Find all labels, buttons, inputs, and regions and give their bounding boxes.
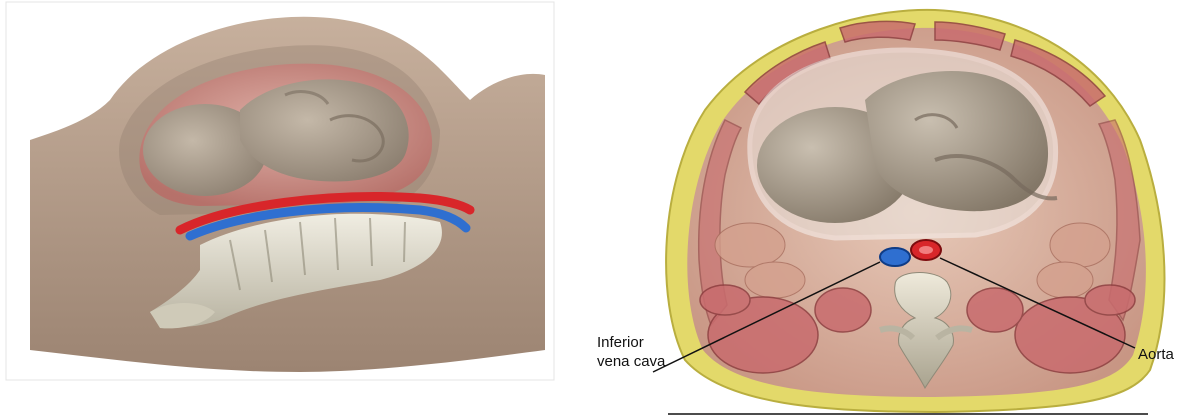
- inferior-vena-cava: [880, 248, 910, 266]
- sagittal-illustration: [0, 0, 560, 385]
- aorta-label-text: Aorta: [1138, 345, 1174, 364]
- axial-cross-section: [575, 0, 1195, 417]
- inferior-vena-cava-label: Inferior vena cava: [597, 333, 665, 371]
- ivc-label-line1: Inferior: [597, 333, 665, 352]
- sagittal-illustration-svg: [0, 0, 560, 385]
- aorta-lumen: [919, 246, 933, 254]
- aorta-label: Aorta: [1138, 345, 1174, 364]
- axial-cross-section-svg: [575, 0, 1195, 417]
- ivc-label-line2: vena cava: [597, 352, 665, 371]
